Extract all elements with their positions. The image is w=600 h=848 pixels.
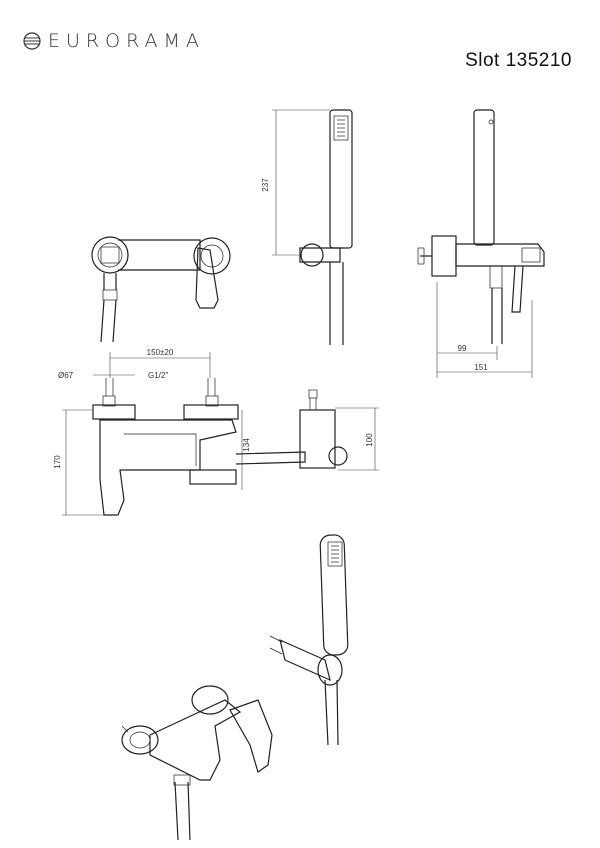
dim-spout-height: 134 (242, 438, 251, 452)
dim-hand-shower-height: 237 (261, 178, 270, 192)
brand-logo: EURORAMA (22, 30, 205, 52)
product-title: Slot 135210 (465, 50, 572, 71)
isometric-view (121, 534, 349, 841)
dim-thread: G1/2" (148, 371, 168, 380)
side-view: 99 151 (417, 109, 545, 378)
dim-holder-height: 100 (365, 433, 374, 447)
dim-centers: 150±20 (147, 348, 174, 357)
dim-side-depth-1: 99 (458, 344, 467, 353)
dim-side-depth-2: 151 (474, 363, 488, 372)
brand-name: EURORAMA (48, 30, 205, 52)
dim-total-height: 170 (53, 455, 62, 469)
eurorama-logo-icon (23, 32, 41, 50)
front-elevation-view: 170 134 100 150±20 Ø67 G1/2" (53, 348, 379, 516)
hand-shower-front-view: 237 (261, 109, 353, 345)
dim-diameter: Ø67 (58, 371, 74, 380)
top-view (91, 236, 231, 343)
